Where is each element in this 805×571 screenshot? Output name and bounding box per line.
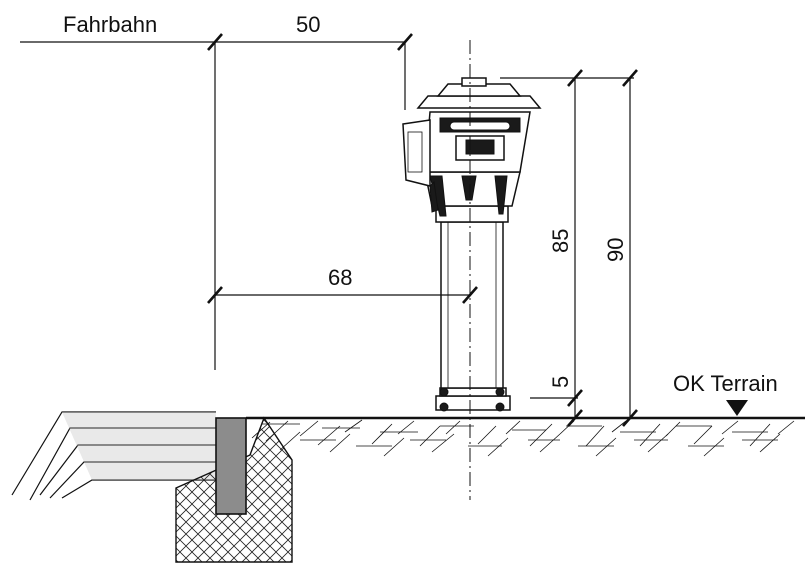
hydrant bbox=[402, 77, 542, 412]
curb-stone bbox=[215, 417, 247, 515]
curb-offset-dimension-value: 50 bbox=[296, 12, 320, 37]
terrain-label: OK Terrain bbox=[673, 371, 778, 396]
height-dimension-90-value: 90 bbox=[603, 238, 628, 262]
terrain-level-marker-icon bbox=[726, 400, 748, 416]
road-edge bbox=[11, 411, 293, 563]
height-dimension-85-value: 85 bbox=[548, 229, 573, 253]
height-dimensions: 85 5 90 bbox=[500, 69, 638, 427]
height-dimension-5-value: 5 bbox=[548, 376, 573, 388]
axis-offset-dimension-value: 68 bbox=[328, 265, 352, 290]
soil-hatching bbox=[251, 419, 795, 457]
axis-offset-dimension: 68 bbox=[207, 265, 478, 304]
road-reference-dimension: Fahrbahn 50 bbox=[20, 12, 413, 370]
road-label: Fahrbahn bbox=[63, 12, 157, 37]
terrain-ground bbox=[246, 400, 805, 457]
